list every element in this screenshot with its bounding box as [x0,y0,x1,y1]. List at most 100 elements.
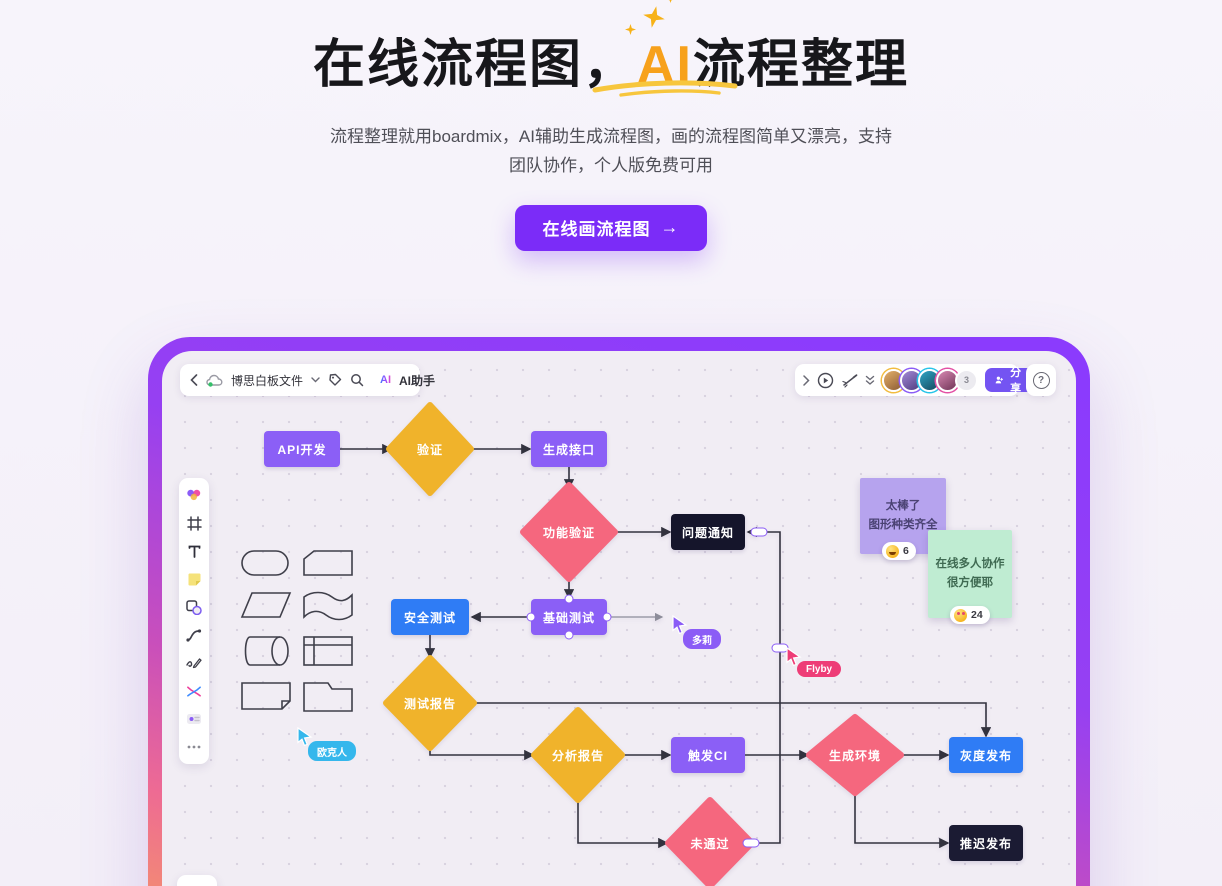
sparkle-icon [667,0,674,3]
collaborator-cursor: 多莉 [672,614,721,649]
sparkle-icon [643,6,665,28]
reaction-count: 6 [903,544,909,557]
apps-icon[interactable] [186,487,202,503]
arrow-right-icon: → [660,217,680,238]
ai-assistant-button[interactable]: AI助手 [399,373,436,388]
document-shape [241,682,291,710]
collaborator-name-tag: 多莉 [683,629,721,649]
hero-section: 在线流程图，AI 流程整理 流程整理就用boardmix，AI辅助生成流程图，画… [0,0,1222,251]
selection-handle[interactable] [564,594,574,604]
laser-pointer-icon[interactable] [841,373,858,388]
topbar-right: 3 分享 [795,364,1033,396]
help-button[interactable]: ? [1026,364,1056,396]
flow-edge[interactable] [474,702,992,738]
flow-edge[interactable] [746,526,781,844]
hero-subtitle: 流程整理就用boardmix，AI辅助生成流程图，画的流程图简单又漂亮，支持 团… [330,126,892,175]
parallelogram-shape [240,592,292,618]
flow-edge[interactable] [429,748,535,761]
folder-shape [303,682,353,712]
flow-node-gen-api[interactable]: 生成接口 [531,431,607,467]
pen-icon[interactable] [186,655,202,671]
collaborator-avatars[interactable]: 3 [882,368,978,392]
cta-button[interactable]: 在线画流程图→ [515,204,707,251]
title-prefix: 在线流程图， [312,36,637,94]
cursor-icon [297,726,313,747]
chevron-down-icon[interactable] [311,377,320,383]
share-button[interactable]: 分享 [985,367,1033,395]
flow-node-func-verify[interactable] [520,482,618,582]
tag-icon[interactable] [328,373,342,387]
topbar-left: 博思白板文件 AI AI助手 [180,364,435,396]
flow-node-label: 功能验证 [542,525,595,540]
more-icon[interactable] [186,739,202,755]
flow-node-api-dev[interactable]: API开发 [264,431,340,467]
play-circle-icon[interactable] [817,372,834,389]
collaborator-name-tag: Flyby [797,661,842,677]
terminator-shape [241,550,289,576]
collaborator-name-tag: 欧克人 [308,741,356,761]
media-icon[interactable] [186,711,202,727]
sticky-note-icon[interactable] [186,571,202,587]
selection-handle[interactable] [526,612,536,622]
flow-node-security-test[interactable]: 安全测试 [391,599,469,635]
shapes-icon[interactable] [186,599,202,615]
whiteboard-canvas[interactable]: API开发 验证 生成接口功能验证 问题通知安全测试 基础测试测试报告分析报告 触发CI 生… [162,351,1076,886]
search-icon[interactable] [350,373,364,387]
ai-logo-icon: AI [380,374,392,386]
reaction-badge[interactable]: 6 [882,542,916,560]
heart-eyes-emoji [954,608,967,622]
cylinder-shape [244,636,289,666]
flow-node-basic-test[interactable]: 基础测试 [531,599,607,635]
cloud-sync-icon [206,374,223,387]
page-title: 在线流程图，AI 流程整理 [0,0,1222,97]
flow-edge[interactable] [854,793,950,849]
flow-edge[interactable] [577,800,669,849]
connector-handle[interactable] [742,838,760,848]
flow-node-label: 未通过 [690,836,730,851]
collaborator-cursor: Flyby [786,646,842,677]
frame-icon[interactable] [186,515,202,531]
flow-node-label: 分析报告 [551,748,604,763]
laugh-emoji [886,544,899,558]
double-chevron-down-icon[interactable] [865,375,875,386]
flow-node-label: 验证 [416,442,443,457]
mindmap-icon[interactable] [186,683,202,699]
document-title[interactable]: 博思白板文件 [231,373,304,388]
grid-rectangle-shape [303,636,353,666]
flow-node-gray-release[interactable]: 灰度发布 [949,737,1023,773]
zoom-panel-partial[interactable] [177,875,217,886]
help-icon: ? [1032,371,1050,389]
reaction-count: 24 [971,608,983,621]
connector-icon[interactable] [186,627,202,643]
sparkle-icon [625,24,636,35]
shape-palette[interactable] [240,547,356,729]
wavy-document-shape [303,591,353,621]
connector-handle[interactable] [771,643,789,653]
back-button[interactable] [190,374,198,386]
flow-node-verify[interactable] [386,402,474,496]
flow-node-trigger-ci[interactable]: 触发CI [671,737,745,773]
flow-node-label: 生成环境 [828,748,881,763]
selection-handle[interactable] [602,612,612,622]
card-shape [303,550,353,576]
tool-sidebar [179,478,209,764]
invite-user-icon [995,376,1004,384]
flow-node-issue-notify[interactable]: 问题通知 [671,514,745,550]
cursor-icon [786,646,802,667]
collaborator-cursor: 欧克人 [297,726,356,761]
connector-handle[interactable] [750,527,768,537]
chevron-right-icon[interactable] [803,374,810,386]
flow-node-not-passed[interactable] [665,797,755,886]
flow-node-delay-release[interactable]: 推迟发布 [949,825,1023,861]
title-ai-highlight: AI [592,0,738,97]
selection-handle[interactable] [564,630,574,640]
cursor-icon [672,614,688,635]
flow-node-test-report[interactable] [383,655,477,751]
avatar-overflow-count[interactable]: 3 [955,368,978,392]
flow-node-gen-env[interactable] [806,714,904,796]
flow-node-analysis-report[interactable] [531,707,625,803]
text-icon[interactable] [186,543,202,559]
reaction-badge[interactable]: 24 [950,606,990,624]
flow-node-label: 测试报告 [403,696,456,711]
